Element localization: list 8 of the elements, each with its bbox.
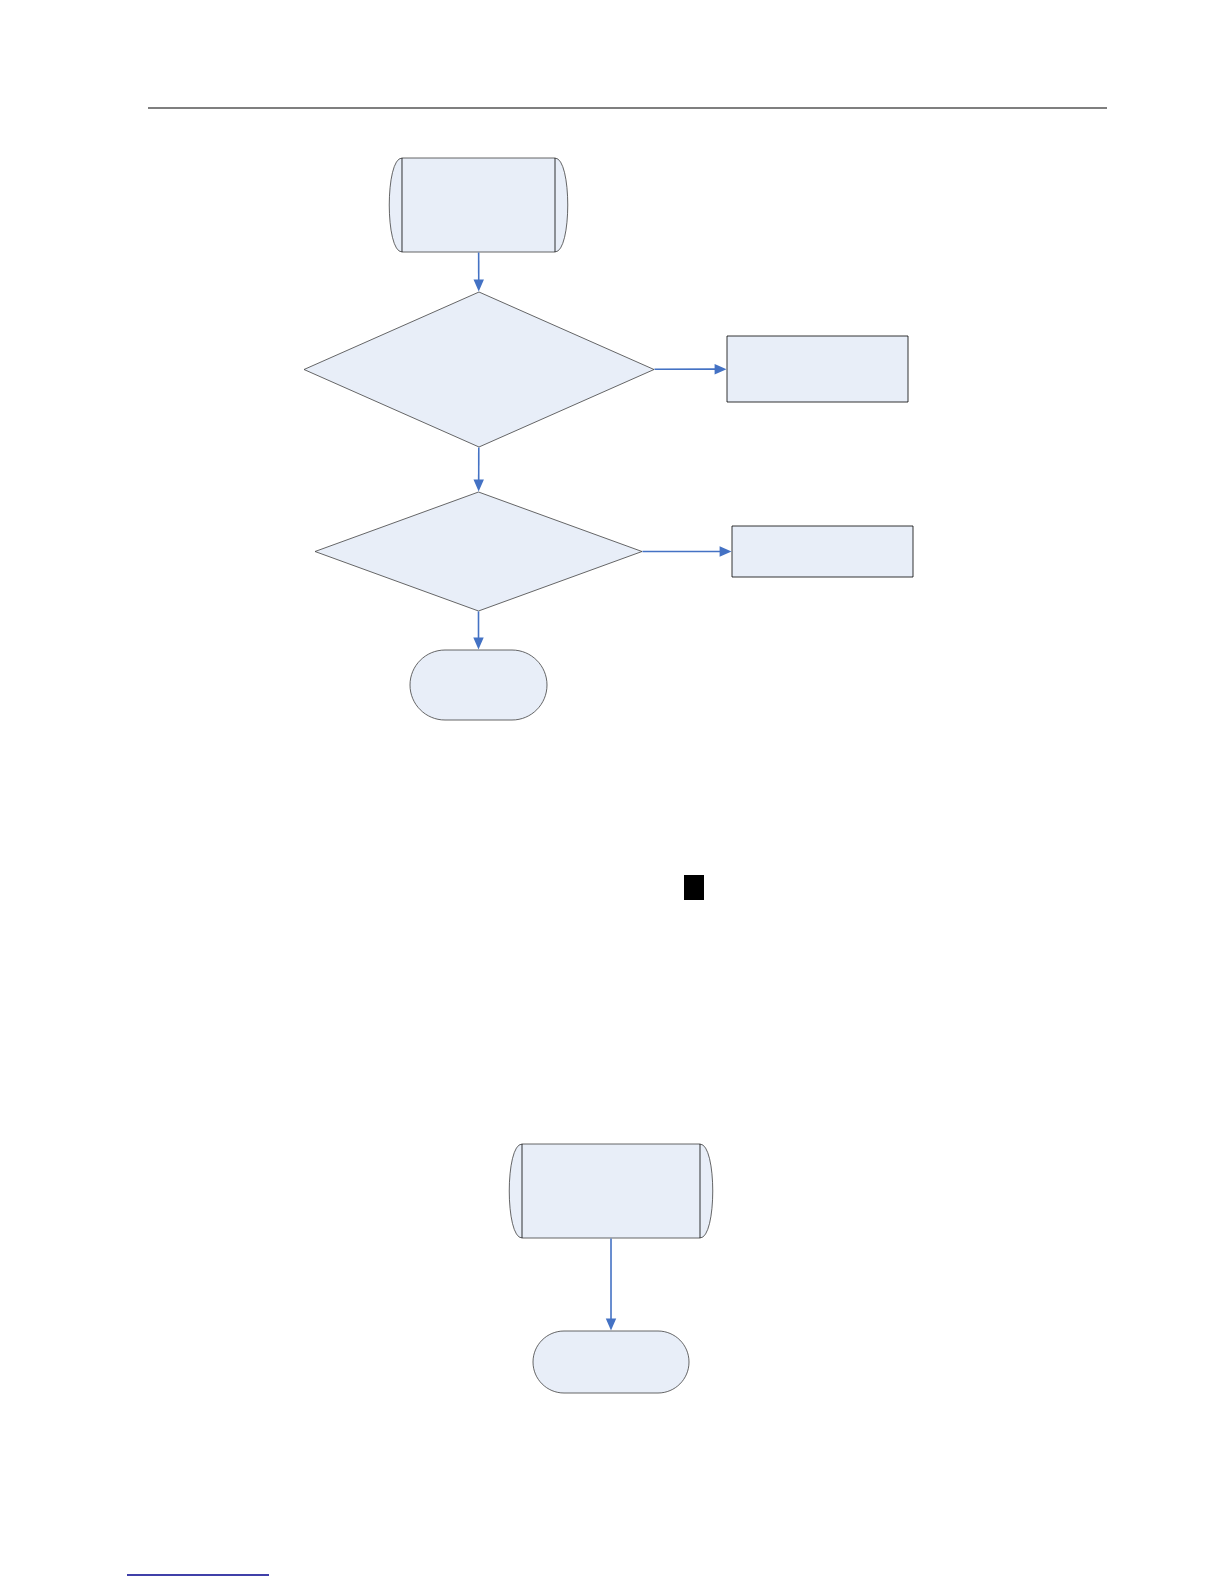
process-box [731,525,914,578]
decision-diamond [314,491,643,612]
terminator-shape [409,649,548,721]
storage-shape [388,157,569,253]
process-box [726,335,909,403]
terminator-shape [532,1330,690,1394]
decision-diamond [303,291,655,448]
storage-shape [508,1143,714,1239]
